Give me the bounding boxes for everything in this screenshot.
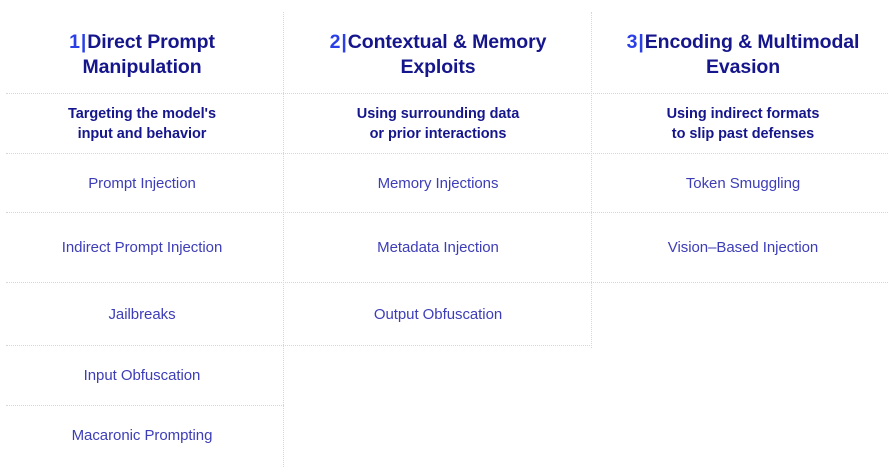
column-2-number: 2 [329,31,341,53]
column-2-subtitle-line-2: or prior interactions [369,125,507,142]
divider-column-2-3 [591,12,592,348]
column-2-title-line-1: 2|Contextual & Memory [330,30,547,55]
divider-row-2 [6,282,888,283]
column-1-title-text-1: Direct Prompt [87,31,215,53]
column-1-number: 1 [69,31,80,53]
divider-row-1 [6,212,888,213]
column-3-title-text-1: Encoding & Multimodal [644,31,860,53]
column-2-title-text-1: Contextual & Memory [347,31,547,53]
column-2-item-3[interactable]: Output Obfuscation [373,305,503,323]
column-1-subtitle-line-1: Targeting the model's [68,105,216,122]
column-3-title-line-1: 3|Encoding & Multimodal [627,30,860,55]
column-1-item-5[interactable]: Macaronic Prompting [71,426,213,444]
column-3-item-1[interactable]: Token Smuggling [685,174,801,192]
column-2-item-1[interactable]: Memory Injections [377,174,499,192]
column-2-header: 2|Contextual & Memory Exploits [284,20,592,90]
column-3-subtitle-line-2: to slip past defenses [671,125,815,142]
column-1-separator: | [80,31,87,53]
column-1-title-line-1: 1|Direct Prompt [69,30,215,55]
column-1-item-3[interactable]: Jailbreaks [108,305,176,323]
divider-header-bottom [6,93,888,94]
column-3-subtitle: Using indirect formats to slip past defe… [592,96,894,151]
column-3-separator: | [638,31,644,53]
column-2-title-line-2: Exploits [400,56,476,78]
column-1-title-line-2: Manipulation [82,56,202,78]
column-3-title-line-2: Evasion [705,56,781,78]
column-3-header: 3|Encoding & Multimodal Evasion [592,20,894,90]
column-1-item-4[interactable]: Input Obfuscation [83,367,201,384]
column-3-subtitle-line-1: Using indirect formats [666,105,820,122]
column-3-item-2[interactable]: Vision–Based Injection [667,239,819,256]
column-1-subtitle: Targeting the model's input and behavior [0,96,284,151]
column-3-number: 3 [626,31,638,53]
column-1-subtitle-line-2: input and behavior [77,125,207,142]
column-1-header: 1|Direct Prompt Manipulation [0,20,284,90]
column-2-subtitle-line-1: Using surrounding data [356,105,520,122]
column-1-item-2[interactable]: Indirect Prompt Injection [61,239,223,256]
divider-column-1-2 [283,12,284,467]
divider-row-3 [6,345,592,346]
column-2-separator: | [341,31,347,53]
column-1-item-1[interactable]: Prompt Injection [88,174,196,192]
column-2-subtitle: Using surrounding data or prior interact… [284,96,592,151]
divider-row-4 [6,405,284,406]
divider-subtitle-bottom [6,153,888,154]
column-2-item-2[interactable]: Metadata Injection [377,239,499,256]
